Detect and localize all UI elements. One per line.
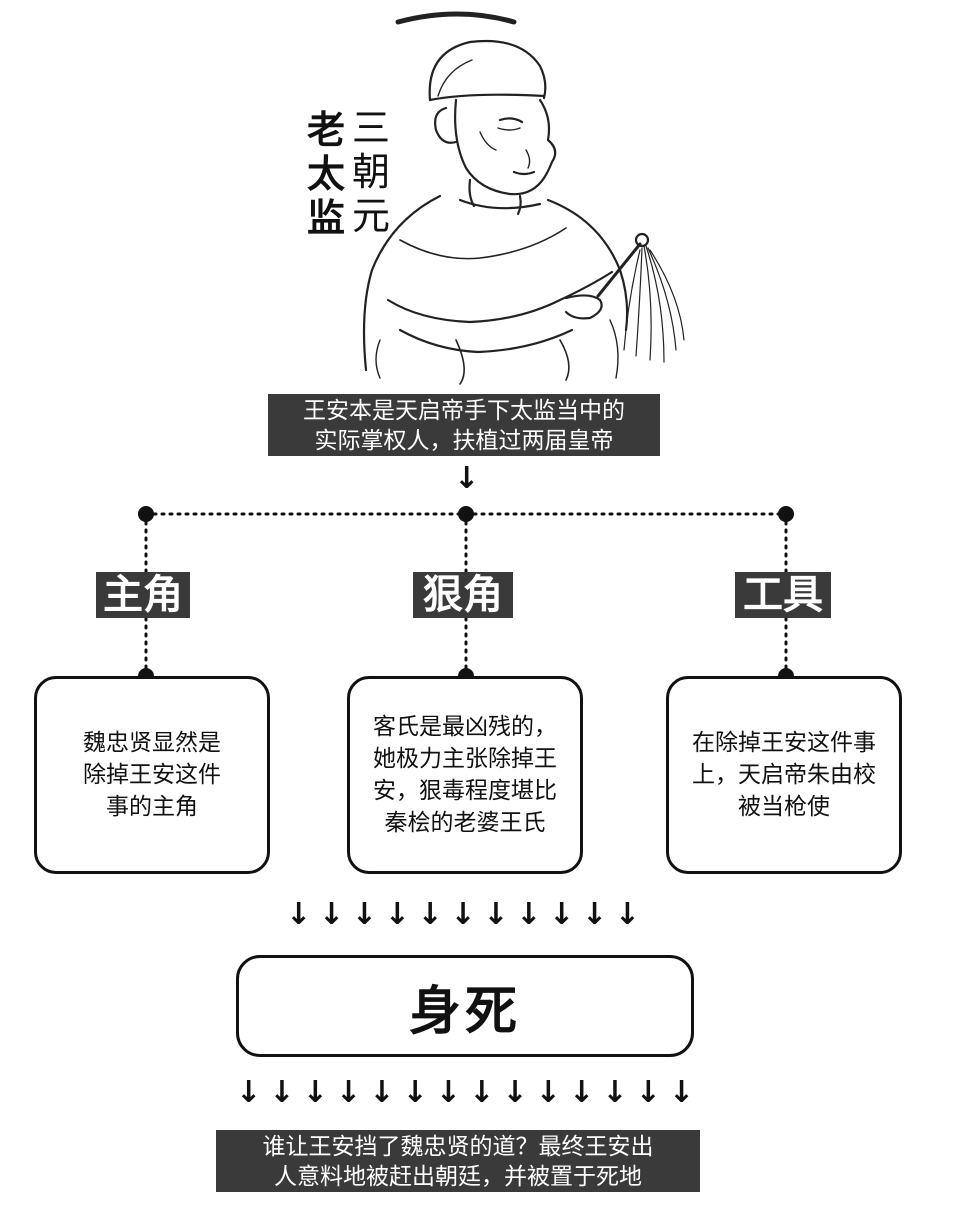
down-arrow-icon: ↓ [369,1075,395,1110]
role-box-ruthless: 客氏是最凶残的， 她极力主张除掉王 安，狠毒程度堪比 秦桧的老婆王氏 [347,676,583,874]
role-box-line: 安，狠毒程度堪比 [373,778,557,804]
down-arrow-icon: ↓ [483,897,509,932]
role-box-line: 除掉王安这件 [83,762,221,788]
intro-line-2: 实际掌权人，扶植过两届皇帝 [314,428,614,454]
title-vertical-right: 三朝元 [351,106,390,238]
role-box-line: 在除掉王安这件事 [692,730,876,756]
connector-dot [778,506,794,522]
role-box-line: 秦桧的老婆王氏 [384,810,546,836]
arrow-row-top: ↓↓↓↓↓↓↓↓↓↓↓ [286,900,640,930]
conclusion-line-1: 谁让王安挡了魏忠贤的道？最终王安出 [262,1134,654,1160]
result-label: 身死 [408,980,521,1042]
down-arrow-icon: ↓ [236,1075,262,1110]
down-arrow-icon: ↓ [351,897,377,932]
result-box: 身死 [236,955,694,1057]
conclusion-line-2: 人意料地被赶出朝廷，并被置于死地 [274,1164,642,1190]
role-box-line: 上，天启帝朱由校 [692,762,876,788]
conclusion-banner: 谁让王安挡了魏忠贤的道？最终王安出 人意料地被赶出朝廷，并被置于死地 [216,1130,700,1192]
connector-dot [138,506,154,522]
title-vertical-left: 老太监 [306,107,345,240]
down-arrow-icon: ↓ [302,1075,328,1110]
role-box-line: 魏忠贤显然是 [83,730,221,756]
role-box-line: 被当枪使 [738,794,830,820]
down-arrow-icon: ↓ [318,897,345,932]
down-arrow-icon: ↓ [417,897,443,932]
down-arrow-icon: ↓ [549,897,575,932]
arrow-row-bottom: ↓↓↓↓↓↓↓↓↓↓↓↓↓↓ [236,1078,694,1108]
role-box-line: 她极力主张除掉王 [373,746,557,772]
down-arrow-icon: ↓ [614,897,640,932]
role-box-protagonist: 魏忠贤显然是 除掉王安这件 事的主角 [34,676,270,874]
intro-line-1: 王安本是天启帝手下太监当中的 [303,398,625,424]
role-box-tool: 在除掉王安这件事 上，天启帝朱由校 被当枪使 [666,676,902,874]
down-arrow-icon: ↓ [384,897,410,932]
down-arrow-icon: ↓ [535,1075,561,1110]
down-arrow-icon: ↓ [581,897,608,932]
down-arrow-icon: ↓ [516,897,542,932]
down-arrow-icon: ↓ [602,1075,628,1110]
down-arrow-icon: ↓ [450,897,476,932]
down-arrow-icon: ↓ [568,1075,595,1110]
down-arrow-icon: ↓ [435,1075,461,1110]
down-arrow-icon: ↓ [635,1075,661,1110]
down-arrow-icon: ↓ [469,1075,495,1110]
role-box-line: 事的主角 [106,794,198,820]
down-arrow-icon: ↓ [335,1075,362,1110]
role-box-line: 客氏是最凶残的， [373,714,557,740]
role-label-protagonist: 主角 [96,572,190,618]
down-arrow-icon: ↓ [502,1075,528,1110]
role-label-tool: 工具 [735,572,831,618]
down-arrow-icon: ↓ [454,461,480,496]
role-label-ruthless: 狠角 [413,572,513,618]
down-arrow-icon: ↓ [269,1075,295,1110]
down-arrow-icon: ↓ [402,1075,428,1110]
intro-banner: 王安本是天启帝手下太监当中的 实际掌权人，扶植过两届皇帝 [268,394,660,456]
down-arrow-icon: ↓ [668,1075,694,1110]
eunuch-portrait-illustration [362,11,685,385]
down-arrow-icon: ↓ [286,897,312,932]
connector-dot [458,506,474,522]
